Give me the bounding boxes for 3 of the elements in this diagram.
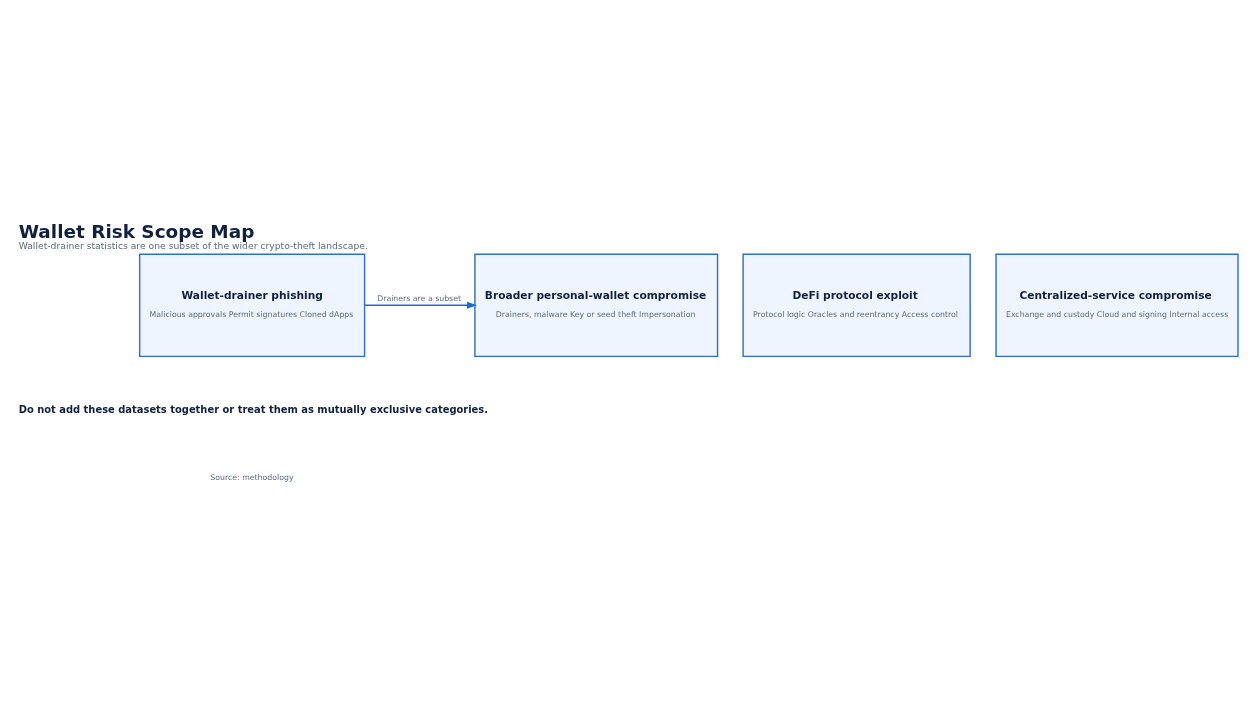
- diagram-title: Wallet Risk Scope Map: [18, 220, 255, 242]
- label: Do not add these datasets together or treat them as mutually exclusive categories.: [18, 403, 489, 415]
- arrow: [364, 301, 477, 309]
